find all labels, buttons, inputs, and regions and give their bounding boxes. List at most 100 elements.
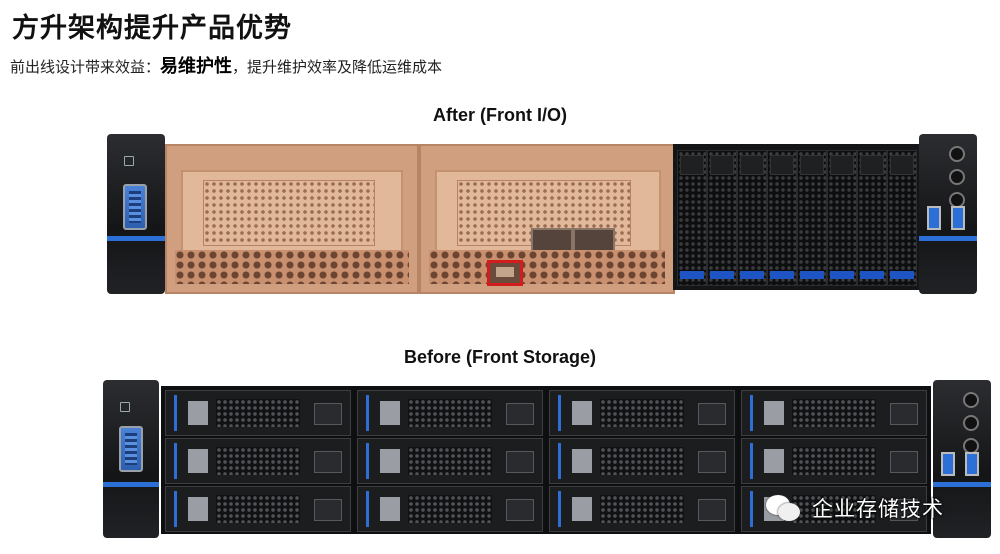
usb-port-icon — [927, 206, 941, 230]
drive-led — [740, 271, 764, 279]
drive-mesh — [408, 447, 492, 475]
server-after-front-io — [107, 134, 977, 294]
drive-led — [770, 271, 794, 279]
power-button-icon — [963, 392, 979, 408]
drive-latch — [380, 449, 400, 473]
drive-bay — [357, 486, 543, 532]
wechat-icon — [766, 493, 802, 523]
drive-bay — [165, 438, 351, 484]
watermark-text: 企业存储技术 — [812, 497, 944, 521]
drive-accent — [750, 395, 753, 431]
drive-accent — [750, 443, 753, 479]
drive-tab — [890, 499, 918, 521]
drive-handle — [890, 155, 914, 175]
drive-accent — [366, 491, 369, 527]
ear-accent-stripe — [107, 236, 165, 241]
drive-latch — [188, 449, 208, 473]
drive-mesh — [408, 399, 492, 427]
subtitle-emphasis: 易维护性 — [160, 56, 233, 77]
qsfp-port-icon — [531, 228, 573, 252]
watermark: 企业存储技术 — [766, 490, 944, 526]
qsfp-port-icon — [573, 228, 615, 252]
drive-mesh — [216, 447, 300, 475]
usb-port-icon — [951, 206, 965, 230]
drive-tab — [698, 499, 726, 521]
drive-mesh — [600, 495, 684, 523]
drive-accent — [558, 491, 561, 527]
drive-bay — [549, 486, 735, 532]
drive-tab — [506, 403, 534, 425]
drive-accent — [558, 443, 561, 479]
server-before-front-storage — [103, 380, 991, 538]
drive-bay — [887, 150, 917, 286]
power-button-icon — [949, 146, 965, 162]
drive-handle — [830, 155, 854, 175]
left-rack-ear — [103, 380, 159, 538]
drive-bay — [549, 390, 735, 436]
drive-bay — [549, 438, 735, 484]
drive-accent — [366, 443, 369, 479]
right-rack-ear — [933, 380, 991, 538]
drive-bay — [165, 390, 351, 436]
drive-bay — [827, 150, 857, 286]
drive-tab — [506, 499, 534, 521]
drive-mesh — [408, 495, 492, 523]
drive-bay — [741, 438, 927, 484]
usb-port-icon — [965, 452, 979, 476]
pcie-grille — [203, 180, 375, 246]
drive-led — [680, 271, 704, 279]
ear-accent-stripe — [933, 482, 991, 487]
drive-latch — [188, 497, 208, 521]
drive-mesh — [792, 495, 876, 523]
drive-tab — [506, 451, 534, 473]
reset-button-icon — [963, 415, 979, 431]
drive-bay — [737, 150, 767, 286]
control-buttons — [963, 392, 979, 461]
drive-latch — [764, 401, 784, 425]
drive-led — [860, 271, 884, 279]
drive-handle — [710, 155, 734, 175]
lff-drive-grid — [161, 386, 931, 534]
drive-led — [710, 271, 734, 279]
drive-mesh — [792, 399, 876, 427]
drive-led — [830, 271, 854, 279]
ear-accent-stripe — [919, 236, 977, 241]
drive-accent — [174, 395, 177, 431]
drive-handle — [860, 155, 884, 175]
honeycomb-vent — [429, 250, 665, 284]
pcie-riser-right — [419, 144, 675, 294]
drive-mesh — [216, 495, 300, 523]
drive-bay — [165, 486, 351, 532]
drive-bay — [857, 150, 887, 286]
drive-accent — [174, 491, 177, 527]
drive-handle — [680, 155, 704, 175]
drive-latch — [380, 497, 400, 521]
drive-latch — [572, 497, 592, 521]
drive-accent — [174, 443, 177, 479]
drive-bay — [741, 390, 927, 436]
rj45-port-highlight — [487, 260, 523, 286]
drive-bay — [707, 150, 737, 286]
drive-mesh — [216, 399, 300, 427]
control-buttons — [949, 146, 965, 215]
drive-latch — [764, 449, 784, 473]
page-title: 方升架构提升产品优势 — [12, 13, 292, 44]
drive-tab — [314, 451, 342, 473]
page-subtitle: 前出线设计带来效益：易维护性，提升维护效率及降低运维成本 — [10, 52, 442, 78]
after-caption: After (Front I/O) — [433, 105, 567, 125]
reset-button-icon — [949, 169, 965, 185]
drive-mesh — [792, 447, 876, 475]
drive-bay — [677, 150, 707, 286]
right-rack-ear — [919, 134, 977, 294]
drive-accent — [366, 395, 369, 431]
drive-bay — [767, 150, 797, 286]
drive-tab — [314, 403, 342, 425]
drive-accent — [558, 395, 561, 431]
sff-drive-bays — [673, 144, 921, 290]
vga-port-icon — [123, 184, 147, 230]
drive-tab — [314, 499, 342, 521]
subtitle-suffix: ，提升维护效率及降低运维成本 — [232, 58, 443, 76]
drive-tab — [890, 451, 918, 473]
id-icon — [120, 402, 130, 412]
before-caption: Before (Front Storage) — [403, 347, 596, 367]
